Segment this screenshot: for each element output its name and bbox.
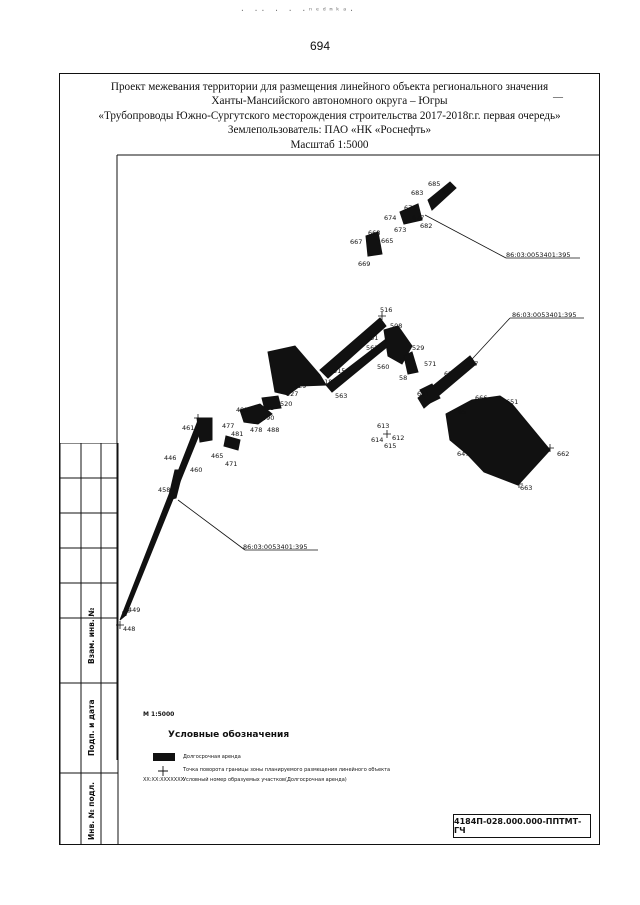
point-label: 615 — [384, 442, 396, 450]
point-label: 647 — [457, 450, 469, 458]
point-label: 449 — [128, 606, 140, 614]
turning-points — [116, 312, 554, 629]
point-label: 683 — [411, 189, 423, 197]
parcel-corridor-link — [319, 317, 387, 379]
parcel-560 — [403, 351, 419, 375]
point-label: 668 — [368, 229, 380, 237]
point-label: 461 — [182, 424, 194, 432]
point-label: 490 — [262, 414, 274, 422]
point-label: 663 — [520, 484, 532, 492]
point-label: 529 — [412, 344, 424, 352]
point-label: 665 — [381, 237, 393, 245]
parcel-667 — [365, 231, 383, 257]
title-block: Проект межевания территории для размещен… — [60, 80, 599, 152]
point-label: 471 — [225, 460, 237, 468]
point-label: 685 — [428, 180, 440, 188]
point-label: 651 — [506, 398, 518, 406]
parcel-diagonal-aux — [167, 469, 184, 501]
point-label: 551 — [366, 334, 378, 342]
parcel-label: 86:03:0053401:395 — [506, 251, 570, 259]
page-number: 694 — [309, 39, 331, 53]
parcel-631 — [419, 383, 441, 405]
point-label: 62 — [444, 370, 452, 378]
point-label: 662 — [557, 450, 569, 458]
title-line-1: Проект межевания территории для размещен… — [110, 81, 549, 93]
point-label: 448 — [123, 625, 135, 633]
point-label: 561 — [366, 344, 378, 352]
point-label: 68 — [442, 188, 450, 196]
point-label: 460 — [190, 466, 202, 474]
point-label: 478 — [250, 426, 262, 434]
parcel-label: 86:03:0053401:395 — [512, 311, 576, 319]
corner-mark: — — [553, 92, 563, 103]
legend-row-turnpoint: Точка поворота границы зоны планируемого… — [183, 767, 391, 773]
parcel-diagonal-main — [119, 417, 206, 621]
point-label: 571 — [424, 360, 436, 368]
point-label: 563 — [335, 392, 347, 400]
point-label: 477 — [222, 422, 234, 430]
title-line-3: «Трубопроводы Южно-Сургутского месторожд… — [98, 109, 561, 122]
point-label: 677 — [412, 214, 424, 222]
point-label: 529 — [294, 382, 306, 390]
legend-scale: М 1:5000 — [143, 711, 175, 718]
callout-lines — [177, 214, 584, 551]
lease-swatch-icon — [153, 753, 175, 761]
point-label: 65 — [458, 408, 466, 416]
point-label: 682 — [420, 222, 432, 230]
parcel-number-labels: 86:03:0053401:395 86:03:0053401:395 86:0… — [243, 251, 576, 551]
parcel-label: 86:03:0053401:395 — [243, 543, 307, 551]
legend-row-lease: Долгосрочная аренда — [183, 754, 241, 760]
point-label: 612 — [392, 434, 404, 442]
point-label: 631 — [417, 390, 429, 398]
point-label: 667 — [350, 238, 362, 246]
legend-row-parcel-code: ХХ:ХХ:ХХХХХХХ — [143, 777, 185, 783]
point-label: 637 — [466, 360, 478, 368]
point-label: 675 — [404, 204, 416, 212]
point-label: 458 — [158, 486, 170, 494]
point-label: 614 — [371, 436, 383, 444]
point-label: 488 — [267, 426, 279, 434]
legend-heading: Условные обозначения — [168, 730, 290, 740]
parcel-corridor-central — [267, 345, 327, 396]
point-labels: 449 448 458 446 460 461 465 471 481 477 … — [123, 180, 569, 633]
parcel-683 — [427, 181, 457, 211]
point-label: 446 — [164, 454, 176, 462]
scan-specks: · ·· · · ·ⁿᵉᵈᵐᵏᵃ· — [240, 6, 356, 15]
point-label: 673 — [394, 226, 406, 234]
legend-row-parcel-desc: Условный номер образуемых участков(Долго… — [183, 777, 347, 783]
turn-point-cross-icon — [158, 766, 168, 776]
parcel-461 — [196, 417, 213, 443]
point-label: 493 — [236, 406, 248, 414]
document-code: 4184П-028.000.000-ППТМТ-ГЧ — [453, 814, 591, 838]
title-line-4: Землепользователь: ПАО «НК «Роснефть» — [227, 124, 432, 137]
point-label: 58 — [399, 374, 407, 382]
point-label: 515 — [333, 367, 345, 375]
parcel-674 — [399, 203, 423, 225]
point-label: 495 — [262, 404, 274, 412]
stamp-strip — [59, 443, 119, 845]
point-label: 674 — [384, 214, 396, 222]
point-label: 527 — [286, 390, 298, 398]
point-label: 613 — [377, 422, 389, 430]
point-label: 516 — [380, 306, 392, 314]
point-label: 508 — [390, 322, 402, 330]
point-label: 465 — [211, 452, 223, 460]
point-label: 520 — [280, 400, 292, 408]
parcel-shapes — [119, 181, 551, 621]
title-line-2: Ханты-Мансийского автономного округа – Ю… — [211, 95, 448, 108]
parcel-495 — [261, 395, 282, 411]
parcel-large-block — [445, 395, 551, 486]
parcel-481 — [239, 403, 273, 425]
point-label: 666 — [475, 394, 487, 402]
drawing-sheet: Проект межевания территории для размещен… — [59, 73, 600, 845]
point-label: 669 — [358, 260, 370, 268]
title-line-5: Масштаб 1:5000 — [290, 138, 369, 151]
parcel-471 — [223, 435, 241, 451]
point-label: 518 — [320, 378, 332, 386]
point-label: 560 — [377, 363, 389, 371]
point-label: 481 — [231, 430, 243, 438]
